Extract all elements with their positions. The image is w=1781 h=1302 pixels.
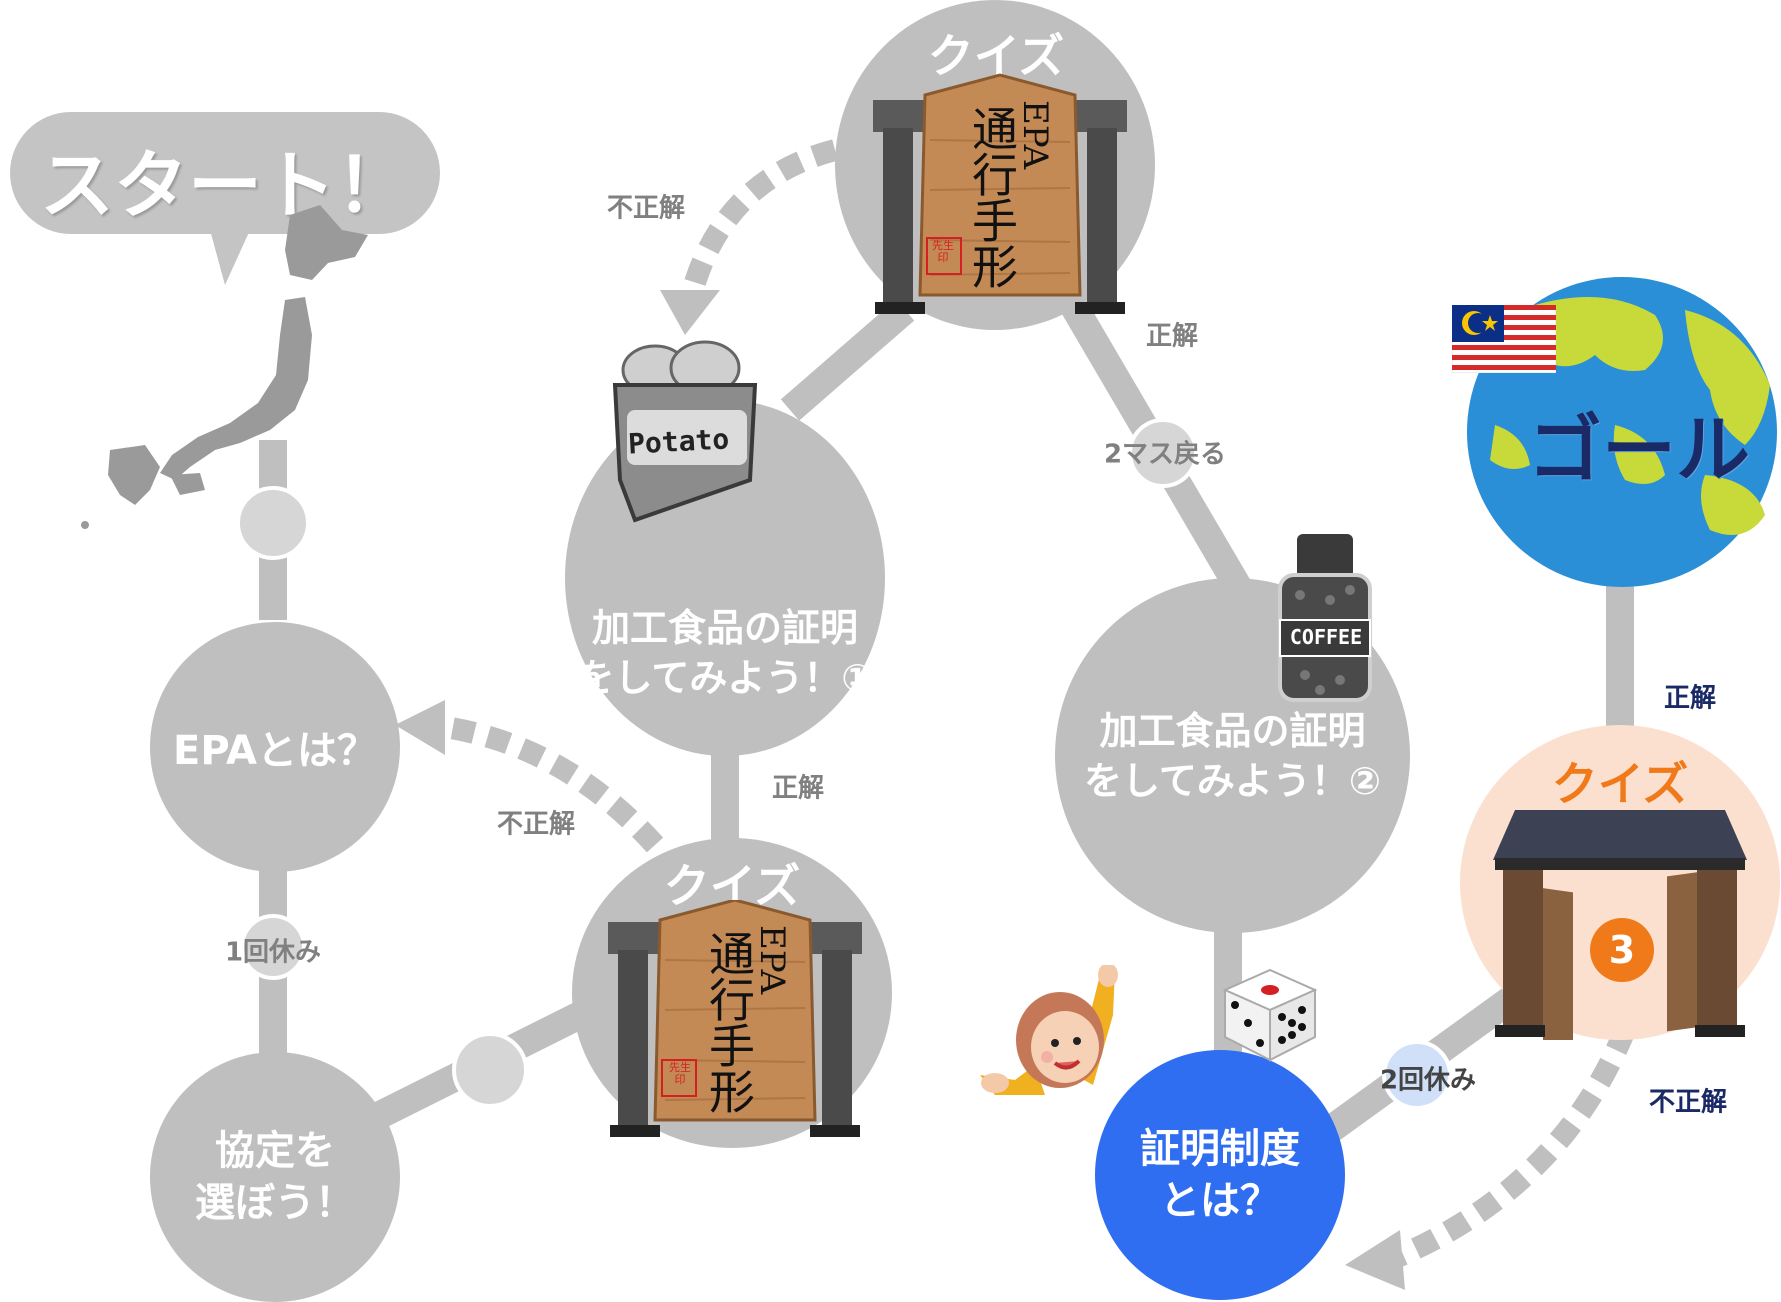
coffee-jar-icon: [1278, 534, 1372, 702]
label-correct-goal: 正解: [1663, 683, 1717, 714]
quiz-top-pass-epa: EPA: [1015, 100, 1055, 170]
wrong-arrow-right-head: [1345, 1230, 1405, 1290]
square-processed2-line2: をしてみよう！②: [1083, 758, 1382, 803]
start-bubble: スタート！: [10, 112, 440, 234]
potato-chips-icon: [612, 340, 758, 523]
quiz-bottom-gate-icon: [608, 900, 862, 1137]
label-correct-mid: 正解: [771, 773, 825, 804]
wrong-arrow-top-path: [679, 139, 838, 303]
quiz-top-pass-text: 通行手形: [965, 105, 1019, 289]
quiz-bottom-pass-text: 通行手形: [702, 930, 756, 1114]
wrong-arrow-bottom-head: [395, 700, 445, 755]
square-cert-line2: とは？: [1160, 1178, 1280, 1224]
japan-map-icon: [81, 205, 368, 529]
quiz-bottom-seal: 先生印: [669, 1061, 691, 1086]
quiz-right-title: クイズ: [1551, 757, 1689, 811]
quiz-top-seal: 先生印: [932, 239, 954, 264]
label-correct-top: 正解: [1145, 321, 1199, 352]
square-epa-what-label: EPAとは？: [173, 728, 377, 774]
dice-icon: [1222, 968, 1318, 1062]
square-epa-what: EPAとは？: [150, 622, 400, 872]
quiz-top-title: クイズ: [927, 29, 1065, 83]
start-bubble-tail: [210, 230, 250, 285]
label-skip2: 2回休み: [1379, 1065, 1477, 1096]
square-cert-current: 証明制度 とは？: [1095, 1050, 1345, 1300]
start-label: スタート！: [40, 143, 410, 229]
label-wrong-bottom: 不正解: [496, 809, 576, 840]
wrong-arrow-bottom-path: [428, 714, 664, 853]
square-back2: [1128, 418, 1198, 488]
goal-label: ゴール: [1528, 407, 1750, 493]
square-cert-line1: 証明制度: [1140, 1126, 1300, 1172]
quiz-right-gate-icon: [1493, 810, 1747, 1040]
square-processed2-line1: 加工食品の証明: [1099, 708, 1366, 753]
path-processed1-topquiz: [780, 299, 915, 421]
label-wrong-top: 不正解: [606, 193, 686, 224]
square-dot-1: [236, 486, 310, 560]
label-skip1: 1回休み: [224, 937, 322, 968]
square-choose-agreement-line2: 選ぼう！: [195, 1180, 355, 1226]
square-skip1: [240, 914, 306, 980]
quiz-right-number: 3: [1608, 928, 1636, 972]
square-choose-agreement-line1: 協定を: [215, 1128, 335, 1174]
square-processed1-line1: 加工食品の証明: [591, 606, 858, 650]
label-wrong-right: 不正解: [1648, 1087, 1728, 1118]
quiz-right-number-badge: 3: [1590, 918, 1654, 982]
quiz-bottom-pass-epa: EPA: [752, 925, 792, 995]
wrong-arrow-right-path: [1385, 1025, 1636, 1271]
square-dot-2: [452, 1032, 528, 1108]
square-processed1-line2: をしてみよう！①: [576, 656, 874, 700]
player-character-icon: [980, 965, 1118, 1095]
square-choose-agreement: 協定を 選ぼう！: [150, 1052, 400, 1302]
label-back2: 2マス戻る: [1103, 439, 1227, 470]
potato-chips-label: Potato: [627, 422, 730, 461]
coffee-label: COFFEE: [1289, 625, 1363, 649]
wrong-arrow-top-head: [660, 290, 720, 335]
square-skip2: [1382, 1040, 1452, 1110]
quiz-top-gate-icon: [873, 73, 1127, 314]
malaysia-flag-icon: [1452, 305, 1556, 373]
